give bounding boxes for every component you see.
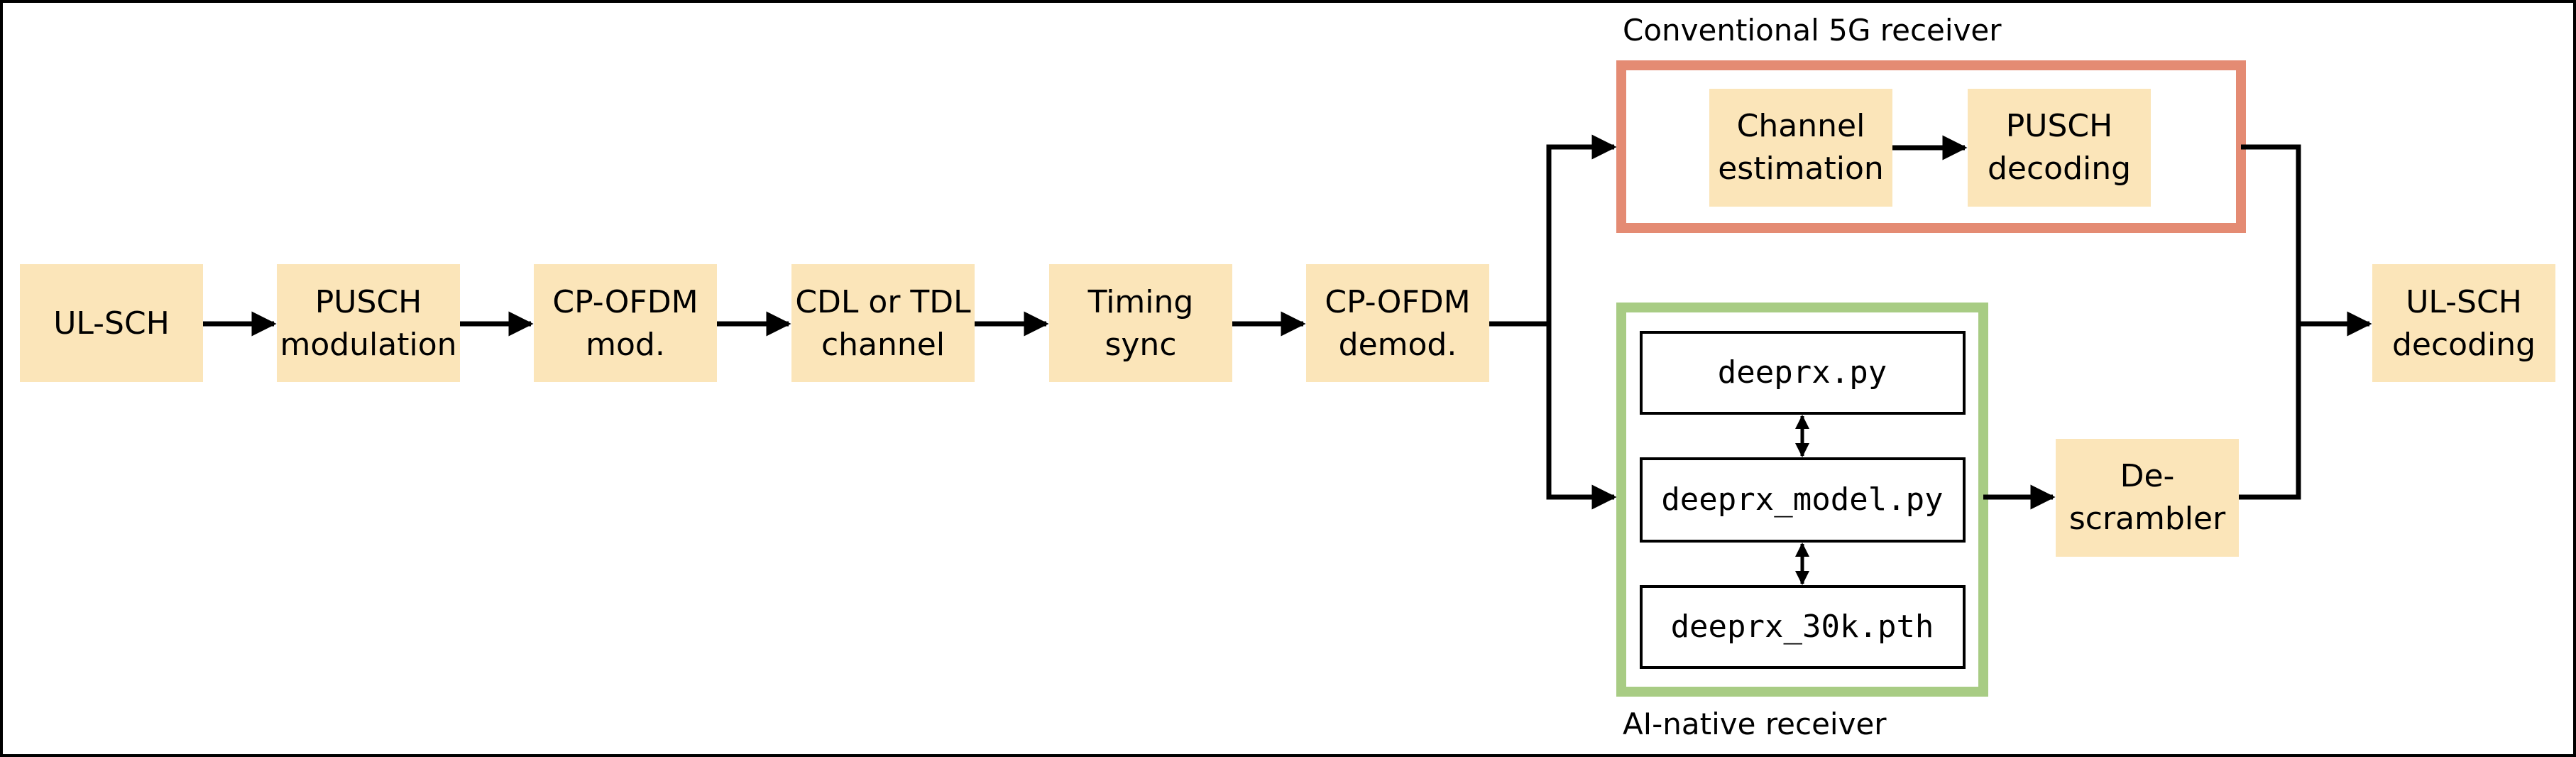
block-cpofdm-demod-line1: CP-OFDM [1325, 284, 1470, 320]
block-channel-line1: CDL or TDL [795, 284, 971, 320]
file-deeprx-weights-label: deeprx_30k.pth [1671, 609, 1934, 645]
file-deeprx: deeprx.py [1640, 331, 1966, 415]
block-ulsch-label: UL-SCH [53, 305, 170, 342]
block-pusch-decoding-line2: decoding [1988, 151, 2131, 187]
block-timing-sync-line1: Timing [1087, 284, 1194, 320]
block-descrambler-line1: De- [2120, 458, 2175, 494]
ai-native-receiver-caption: AI-native receiver [1623, 707, 1887, 741]
block-timing-sync-line2: sync [1105, 327, 1176, 363]
block-pusch-modulation: PUSCH modulation [277, 264, 460, 382]
block-channel-line2: channel [821, 327, 945, 363]
block-ulsch-decoding: UL-SCH decoding [2372, 264, 2555, 382]
block-channel-estimation-line2: estimation [1718, 151, 1884, 187]
block-timing-sync: Timing sync [1049, 264, 1232, 382]
file-deeprx-weights: deeprx_30k.pth [1640, 585, 1966, 669]
arrow-to-ai-native [1546, 324, 1617, 510]
file-deeprx-model-label: deeprx_model.py [1661, 481, 1943, 518]
block-cpofdm-demod-line2: demod. [1339, 327, 1457, 363]
block-cpofdm-mod-line2: mod. [586, 327, 665, 363]
arrow-to-conventional [1546, 134, 1617, 497]
block-descrambler: De- scrambler [2056, 439, 2239, 557]
block-channel: CDL or TDL channel [791, 264, 975, 382]
file-deeprx-model: deeprx_model.py [1640, 457, 1966, 543]
block-channel-estimation: Channel estimation [1709, 89, 1892, 207]
block-ulsch-decoding-line1: UL-SCH [2406, 284, 2522, 320]
block-cpofdm-mod-line1: CP-OFDM [552, 284, 698, 320]
block-pusch-decoding: PUSCH decoding [1968, 89, 2151, 207]
conventional-receiver-caption: Conventional 5G receiver [1623, 13, 2002, 48]
block-cpofdm-demod: CP-OFDM demod. [1306, 264, 1489, 382]
block-cpofdm-mod: CP-OFDM mod. [534, 264, 717, 382]
block-pusch-decoding-line1: PUSCH [2006, 108, 2112, 144]
block-ulsch: UL-SCH [20, 264, 203, 382]
merge-lines [2239, 144, 2301, 500]
block-pusch-modulation-line1: PUSCH [315, 284, 422, 320]
block-descrambler-line2: scrambler [2069, 501, 2226, 537]
block-ulsch-decoding-line2: decoding [2392, 327, 2536, 363]
block-pusch-modulation-line2: modulation [280, 327, 456, 363]
block-channel-estimation-line1: Channel [1737, 108, 1865, 144]
file-deeprx-label: deeprx.py [1718, 354, 1887, 391]
